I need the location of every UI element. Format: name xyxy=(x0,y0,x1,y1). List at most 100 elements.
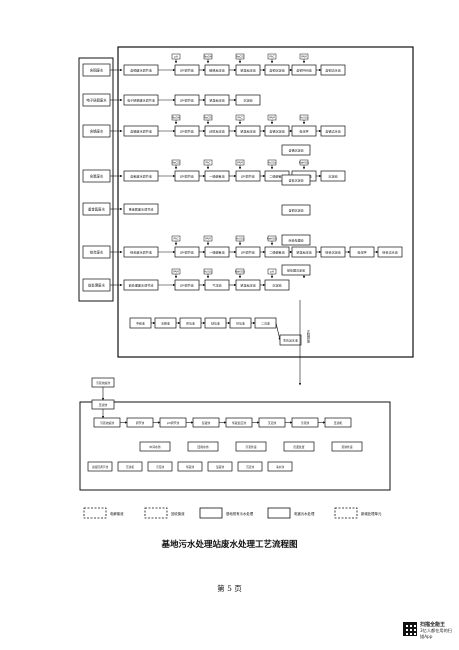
process-unit-3-2-label: 一级破氰池 xyxy=(209,173,224,178)
dosing-tag-label: PAC xyxy=(206,161,211,165)
sludge-side-1-label: 压滤池 xyxy=(99,403,108,407)
process-unit-0-1-label: pH调节池 xyxy=(180,67,194,72)
bio-unit-4-label: 好氧池 xyxy=(236,320,245,325)
sludge-bottom-0 xyxy=(87,461,113,472)
legend-swatch-2 xyxy=(199,507,223,519)
mid-unit-2 xyxy=(281,204,311,216)
dosing-tag-label: PAC xyxy=(238,116,243,120)
source-box-0-label: 含铜废水 xyxy=(90,67,104,72)
source-box-3-label: 含氰废水 xyxy=(90,173,104,178)
process-unit-2-2-label: 还原反应池 xyxy=(209,128,224,133)
sludge-bottom-1 xyxy=(117,461,143,472)
legend-label-3: 电镀污水处理 xyxy=(294,511,315,516)
mid-unit-1 xyxy=(281,174,311,186)
process-unit-5-7-label: 电化学 xyxy=(357,249,366,254)
process-unit-6-4 xyxy=(264,279,290,291)
sludge-top-3-label: 混凝池 xyxy=(202,421,211,425)
discharge-label: 达标排放 xyxy=(306,329,310,344)
process-unit-5-4-label: 二级破氰池 xyxy=(269,249,284,254)
mid-unit-4-label: 前处理沉淀池 xyxy=(287,267,305,272)
sludge-extra-0-label: 中间水池 xyxy=(149,445,160,449)
sludge-bottom-5 xyxy=(237,461,263,472)
dosing-tag-label: NaOH xyxy=(204,55,212,59)
legend-label-0: 电解废液 xyxy=(110,511,124,516)
process-unit-3-4-label: 二级破氰池 xyxy=(269,173,284,178)
bio-unit-6 xyxy=(279,334,302,346)
process-unit-0-6-label: 含铜清水池 xyxy=(325,67,340,72)
process-unit-2-3-label: 絮凝反应池 xyxy=(240,128,255,133)
scanner-watermark: 扫描全能王 3亿人都在用的扫描App xyxy=(420,622,456,640)
mid-unit-2-label: 含铜沉淀池 xyxy=(288,207,303,212)
dosing-tag-label: NaHSO₃ xyxy=(235,270,245,274)
mid-unit-3 xyxy=(281,234,311,246)
sludge-bottom-0-label: 滤液回调节池 xyxy=(92,465,108,469)
dosing-tag-label: NaClO xyxy=(204,116,212,120)
flow-arrow xyxy=(275,322,281,341)
sludge-side-0-label: 污泥浓缩池 xyxy=(96,381,110,385)
sludge-extra-4-label: 泥饼外运 xyxy=(341,445,352,449)
dosing-tag-label: PAM xyxy=(237,161,242,165)
sludge-bottom-4 xyxy=(207,461,233,472)
sludge-bottom-3 xyxy=(177,461,203,472)
process-unit-6-4-label: 沉淀池 xyxy=(272,282,281,287)
mid-unit-1-label: 含氰沉淀池 xyxy=(288,177,303,182)
process-unit-0-0-label: 含铜废水调节池 xyxy=(130,67,152,72)
legend-swatch-0 xyxy=(83,507,107,519)
bio-unit-5-label: 二沉池 xyxy=(261,320,270,325)
process-unit-0-3-label: 絮凝反应池 xyxy=(240,67,255,72)
process-unit-3-3-label: pH调节池 xyxy=(241,173,255,178)
bio-unit-2-label: 厌氧池 xyxy=(186,320,195,325)
dosing-tag-label: NaClO xyxy=(236,55,244,59)
process-unit-2-0-label: 含铬废水调节池 xyxy=(130,128,152,133)
sludge-bottom-2-label: 污泥池 xyxy=(156,465,164,469)
process-unit-5-6-label: 综合沉淀池 xyxy=(325,249,340,254)
legend-swatch-4 xyxy=(334,507,358,519)
process-unit-6-3-label: 絮凝反应池 xyxy=(240,282,255,287)
dosing-tag-label: PAC xyxy=(174,237,179,241)
process-unit-0-5-label: 含铜中间池 xyxy=(296,67,311,72)
dosing-tag-label: H₂SO₄ xyxy=(300,116,308,120)
bio-unit-6-label: 生化出水池 xyxy=(283,337,298,342)
process-unit-0-4-label: 含铜沉淀池 xyxy=(269,67,284,72)
mid-unit-3-label: 综合处理池 xyxy=(288,237,303,242)
sludge-top-4-label: 絮凝反应池 xyxy=(232,421,246,425)
sludge-bottom-4-label: 混凝池 xyxy=(216,465,224,469)
process-unit-1-1-label: pH调节池 xyxy=(180,97,194,102)
sludge-extra-4 xyxy=(331,441,363,452)
diagram-title: 基地污水处理站废水处理工艺流程图 xyxy=(161,540,298,550)
dosing-tag-label: NaHSO₃ xyxy=(267,237,277,241)
sludge-bottom-6-label: 清水池 xyxy=(276,465,284,469)
scanner-subtitle: 3亿人都在用的扫描App xyxy=(420,628,452,639)
source-column-frame xyxy=(78,57,114,302)
process-unit-2-6 xyxy=(320,125,346,137)
dosing-tag-label: NaClO xyxy=(172,161,180,165)
main-process-frame xyxy=(117,46,414,358)
process-unit-6-0-label: 前处理废水调节池 xyxy=(129,282,154,287)
process-unit-4-0-label: 重金属废水调节池 xyxy=(129,206,154,211)
process-unit-6-2-label: 气浮池 xyxy=(212,282,221,287)
dosing-tag-label: PAM xyxy=(173,270,178,274)
process-unit-0-6 xyxy=(320,64,346,76)
sludge-top-7-label: 压滤机 xyxy=(334,421,343,425)
process-unit-2-6-label: 含铬清水池 xyxy=(325,128,340,133)
process-unit-1-2-label: 絮凝反应池 xyxy=(209,97,224,102)
process-unit-5-2-label: 一级破氰池 xyxy=(209,249,224,254)
scanner-name: 扫描全能王 xyxy=(420,622,446,628)
process-unit-3-6-label: 沉淀池 xyxy=(328,173,337,178)
mid-unit-0 xyxy=(281,144,311,156)
process-unit-5-3-label: pH调节池 xyxy=(241,249,255,254)
sludge-extra-1 xyxy=(187,441,219,452)
dosing-tag-label: PAM xyxy=(301,55,306,59)
process-unit-5-8 xyxy=(377,246,403,258)
sludge-extra-2 xyxy=(235,441,267,452)
bio-unit-3-label: 缺氧池 xyxy=(211,320,220,325)
process-unit-3-0-label: 含氰废水调节池 xyxy=(130,173,152,178)
sludge-extra-3 xyxy=(283,441,315,452)
process-unit-5-0-label: 综合废水调节池 xyxy=(130,249,152,254)
legend-label-1: 回收废液 xyxy=(171,511,185,516)
sludge-top-7 xyxy=(324,417,352,428)
source-box-5-label: 综合废水 xyxy=(90,249,104,254)
legend-swatch-3 xyxy=(267,507,291,519)
page-number: 第 5 页 xyxy=(217,584,242,593)
